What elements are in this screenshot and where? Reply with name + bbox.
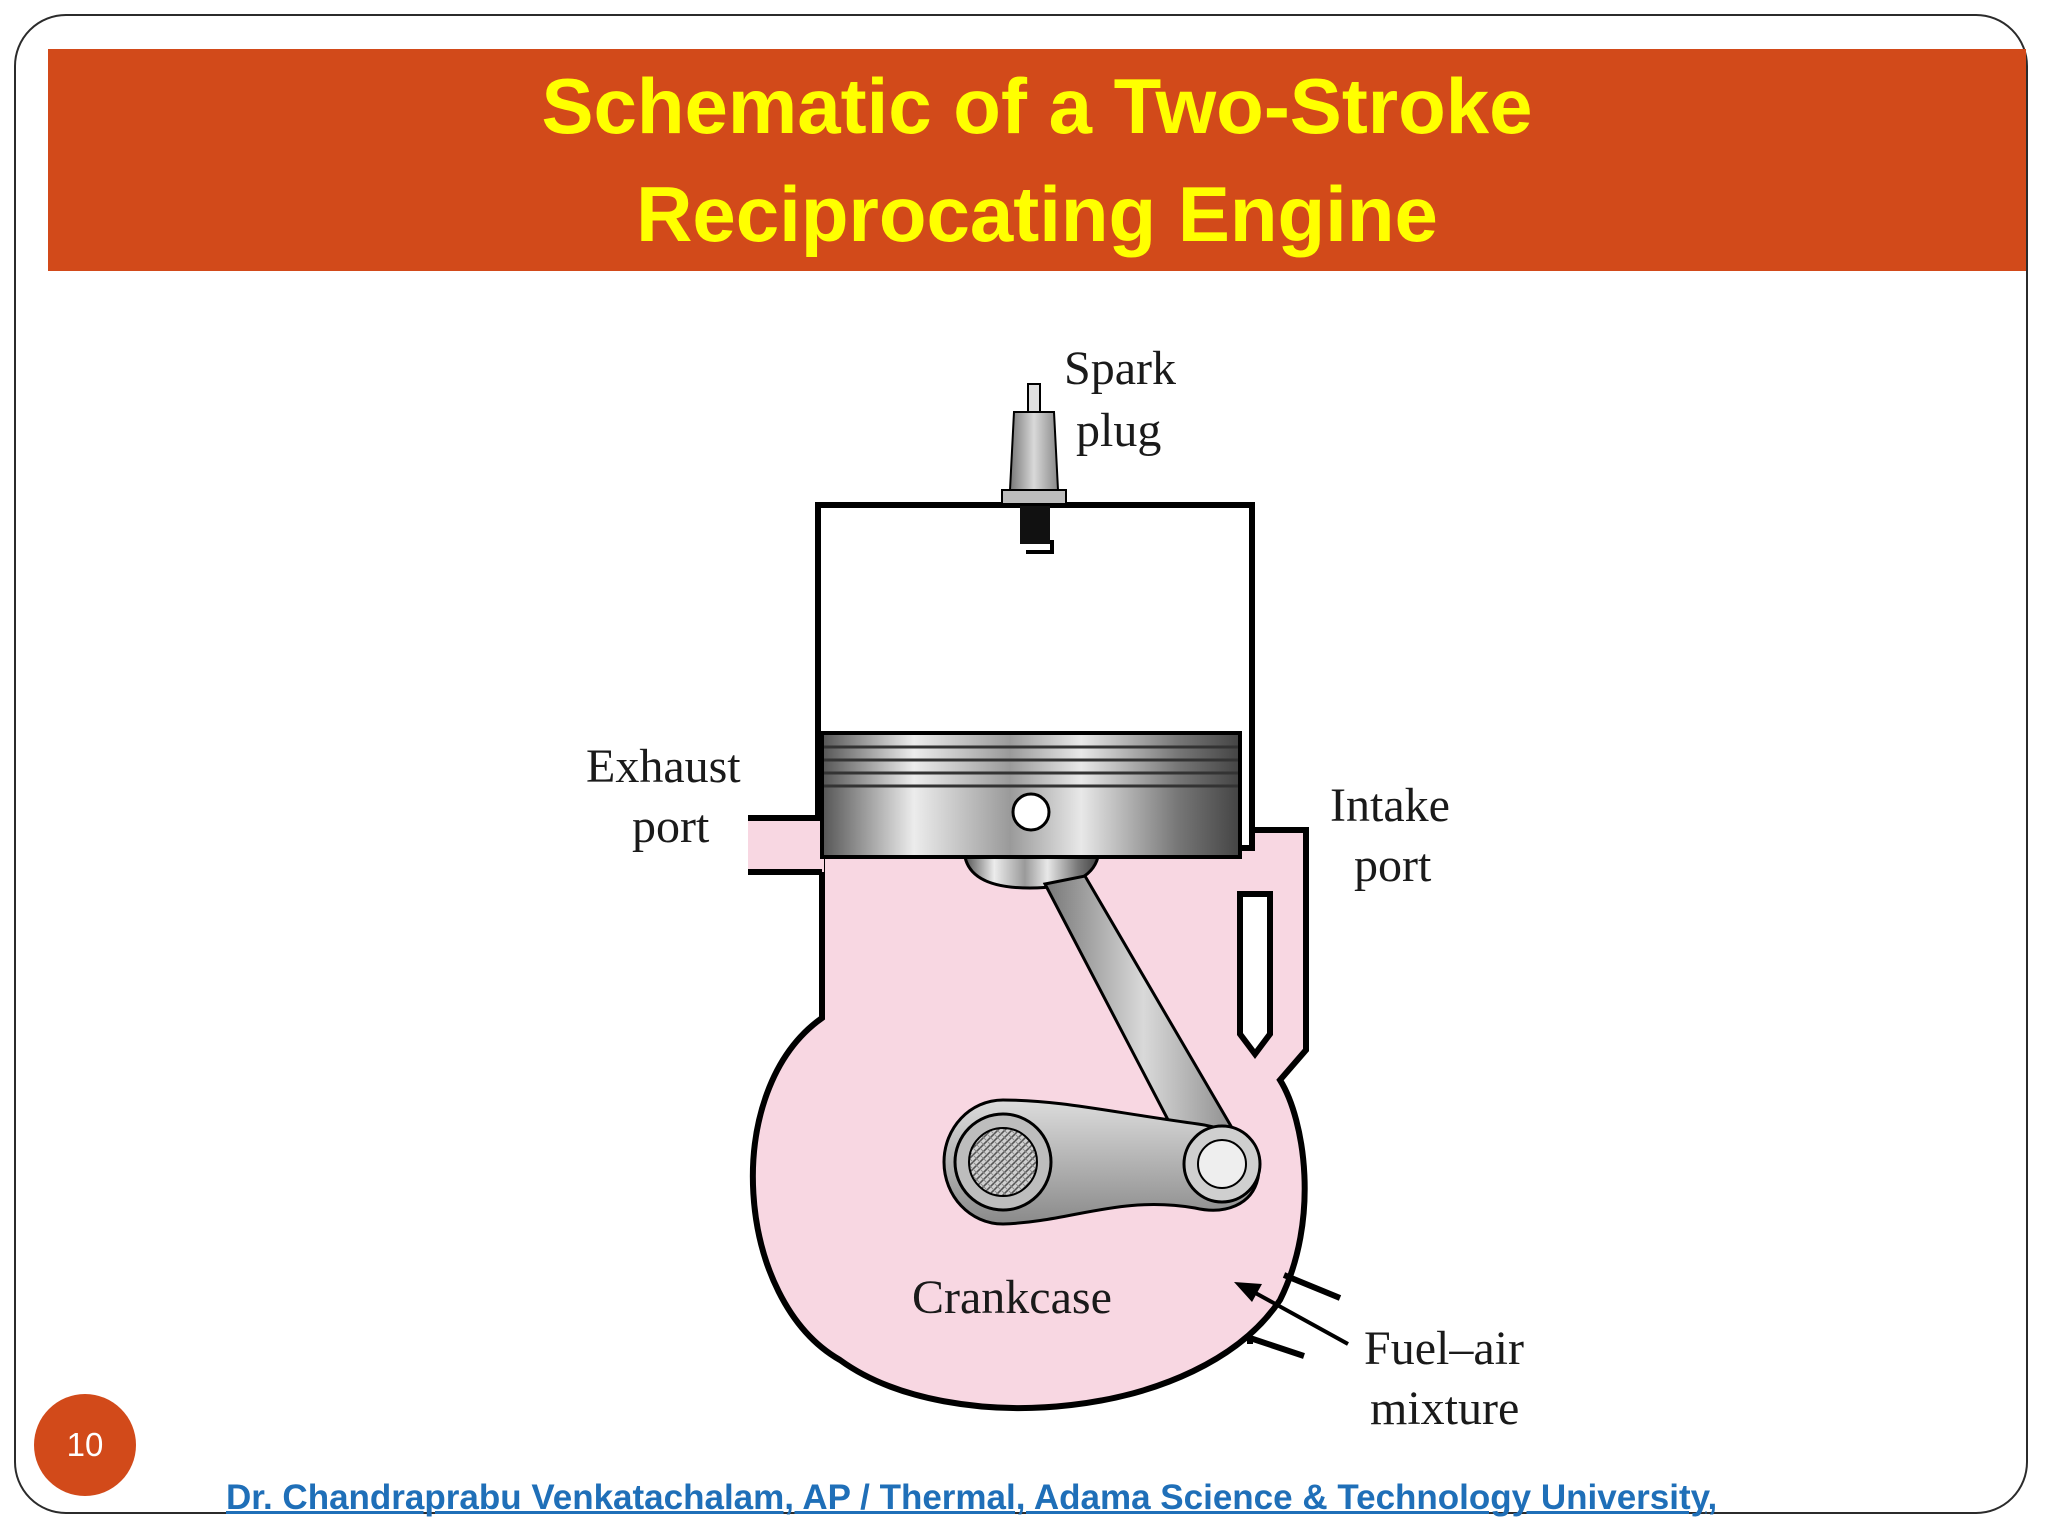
footer-credit: Dr. Chandraprabu Venkatachalam, AP / The… — [226, 1478, 1718, 1517]
label-crankcase: Crankcase — [912, 1271, 1112, 1324]
intake-port-channel — [1237, 891, 1273, 1059]
label-plug: plug — [1076, 404, 1161, 457]
title-banner: Schematic of a Two-Stroke Reciprocating … — [48, 49, 2026, 271]
label-intake: Intake — [1330, 779, 1450, 832]
page-number-badge: 10 — [34, 1394, 136, 1496]
fuel-air-inlet — [1234, 1272, 1349, 1359]
exhaust-port — [748, 818, 824, 872]
slide-title-line-2: Reciprocating Engine — [636, 170, 1438, 258]
label-mixture: mixture — [1370, 1382, 1519, 1435]
label-spark: Spark — [1064, 342, 1176, 395]
label-fuel-air: Fuel–air — [1364, 1322, 1524, 1375]
piston — [820, 731, 1242, 890]
spark-plug — [1001, 383, 1067, 554]
wrist-pin — [1011, 792, 1051, 832]
slide-title-line-1: Schematic of a Two-Stroke — [541, 62, 1533, 150]
label-intake-port: port — [1354, 839, 1432, 892]
label-exhaust-port: port — [632, 800, 710, 853]
label-exhaust: Exhaust — [586, 740, 741, 793]
